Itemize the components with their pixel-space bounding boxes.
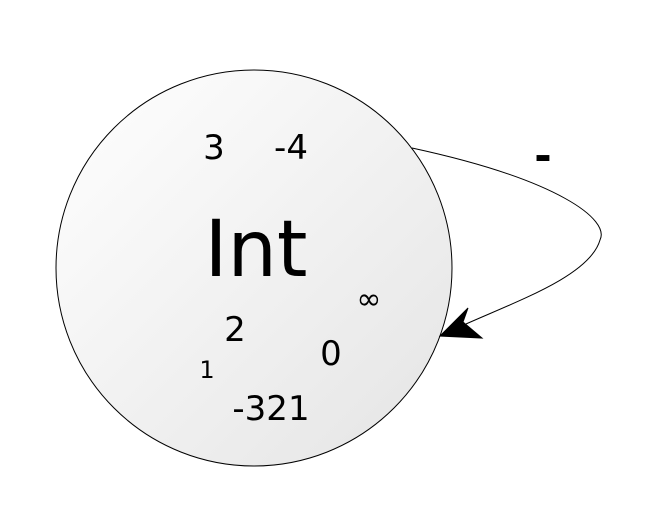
operation-arrow <box>411 147 602 325</box>
member-2: 2 <box>224 310 246 350</box>
member-infinity: ∞ <box>357 282 382 317</box>
set-name: Int <box>204 205 307 295</box>
operation-label: - <box>534 131 551 180</box>
member-0: 0 <box>320 334 342 374</box>
member-neg321: -321 <box>232 389 309 429</box>
arrowhead <box>438 307 484 339</box>
member-1: 1 <box>199 356 214 384</box>
member-neg4: -4 <box>274 128 308 168</box>
member-3: 3 <box>203 128 225 168</box>
set-circle <box>55 69 453 467</box>
